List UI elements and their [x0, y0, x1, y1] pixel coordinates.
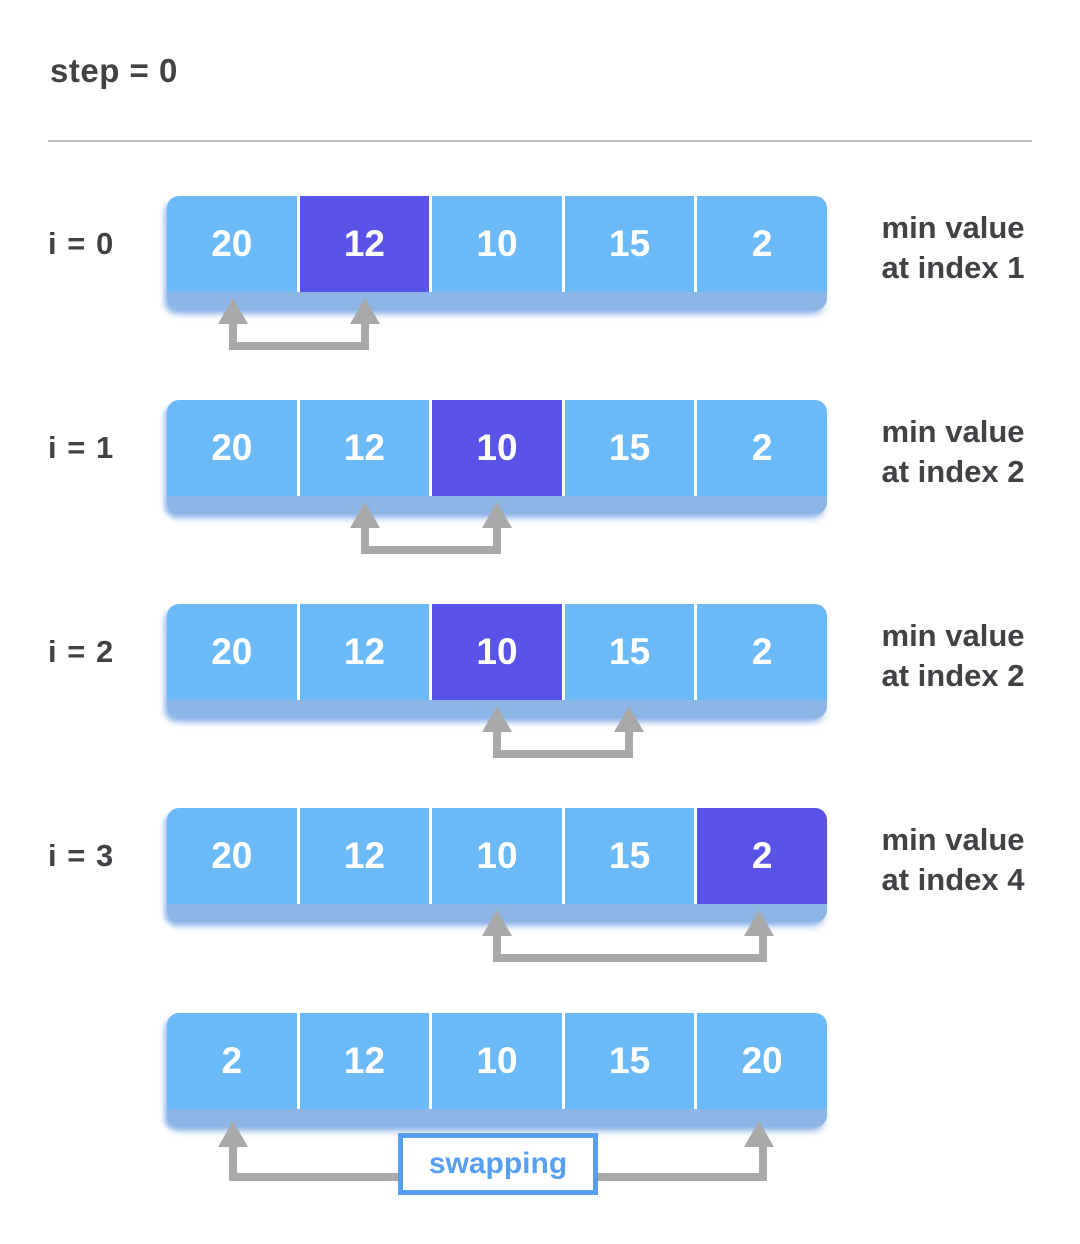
array-cell: 2 [697, 808, 827, 904]
arrowhead-up-icon [218, 298, 248, 324]
arrowhead-up-icon [350, 298, 380, 324]
min-value-caption: min value at index 2 [870, 616, 1036, 696]
array-cell: 12 [300, 1013, 433, 1109]
array-cell: 10 [432, 808, 565, 904]
caption-line: at index 2 [881, 658, 1025, 693]
array-cell: 12 [300, 400, 433, 496]
caption-line: min value [881, 822, 1025, 857]
sort-iteration-row: i = 0 20 12 10 15 2 min value at index 1 [0, 196, 1080, 406]
array-cell: 15 [565, 400, 698, 496]
array-cell: 2 [167, 1013, 300, 1109]
iteration-label: i = 3 [48, 838, 115, 873]
caption-line: at index 2 [881, 454, 1025, 489]
array: 20 12 10 15 2 [167, 808, 827, 922]
array-cell: 15 [565, 1013, 698, 1109]
caption-line: at index 4 [881, 862, 1025, 897]
array-cell: 12 [299, 196, 433, 292]
array-cells: 2 12 10 15 20 [167, 1013, 827, 1109]
compare-arrow-connector [493, 934, 767, 962]
iteration-label: i = 0 [48, 226, 115, 261]
iteration-label: i = 2 [48, 634, 115, 669]
compare-arrow-connector [229, 322, 369, 350]
array-cell: 20 [167, 808, 300, 904]
array-cells: 20 12 10 15 2 [167, 604, 827, 700]
array-cell: 2 [751, 631, 773, 672]
array-cell: 20 [741, 1040, 783, 1081]
arrowhead-up-icon [744, 910, 774, 936]
array-cell: 2 [751, 223, 773, 264]
caption-line: at index 1 [881, 250, 1025, 285]
array-cell: 15 [565, 196, 698, 292]
caption-line: min value [881, 210, 1025, 245]
array-cells: 20 12 10 15 2 [167, 400, 827, 496]
arrowhead-up-icon [482, 910, 512, 936]
array-cell: 20 [167, 196, 300, 292]
array: 20 12 10 15 2 [167, 400, 827, 514]
arrowhead-up-icon [744, 1121, 774, 1147]
min-value-caption: min value at index 1 [870, 208, 1036, 288]
min-value-caption: min value at index 2 [870, 412, 1036, 492]
array-cell: 10 [432, 196, 565, 292]
array-cell: 20 [167, 400, 300, 496]
array: 20 12 10 15 2 [167, 604, 827, 718]
array-cells: 20 12 10 15 2 [167, 196, 827, 292]
array-base-strip [167, 1109, 827, 1127]
sort-iteration-row: i = 1 20 12 10 15 2 min value at index 2 [0, 400, 1080, 610]
arrowhead-up-icon [218, 1121, 248, 1147]
sort-iteration-row: i = 3 20 12 10 15 2 min value at index 4 [0, 808, 1080, 1018]
caption-line: min value [881, 414, 1025, 449]
compare-arrow-connector [493, 730, 633, 758]
min-value-caption: min value at index 4 [870, 820, 1036, 900]
caption-line: min value [881, 618, 1025, 653]
array: 2 12 10 15 20 [167, 1013, 827, 1127]
section-divider [48, 140, 1032, 142]
step-label: step = 0 [50, 52, 178, 89]
array-base-strip [167, 292, 827, 310]
arrowhead-up-icon [614, 706, 644, 732]
array-cell: 15 [565, 604, 698, 700]
sort-iteration-row: i = 2 20 12 10 15 2 min value at index 2 [0, 604, 1080, 814]
array: 20 12 10 15 2 [167, 196, 827, 310]
arrowhead-up-icon [350, 502, 380, 528]
array-cell: 12 [300, 604, 433, 700]
arrowhead-up-icon [482, 502, 512, 528]
swapping-label-box: swapping [398, 1133, 598, 1195]
array-cell: 10 [432, 604, 565, 700]
swapping-label: swapping [428, 1147, 568, 1180]
iteration-label: i = 1 [48, 430, 115, 465]
sort-result-row: 2 12 10 15 20 swapping [0, 1013, 1080, 1223]
array-cell: 10 [432, 1013, 565, 1109]
compare-arrow-connector [361, 526, 501, 554]
array-cells: 20 12 10 15 2 [167, 808, 827, 904]
arrowhead-up-icon [482, 706, 512, 732]
array-cell: 12 [300, 808, 433, 904]
array-cell: 20 [167, 604, 300, 700]
array-cell: 15 [565, 808, 698, 904]
array-cell: 2 [751, 427, 773, 468]
array-cell: 10 [432, 400, 565, 496]
